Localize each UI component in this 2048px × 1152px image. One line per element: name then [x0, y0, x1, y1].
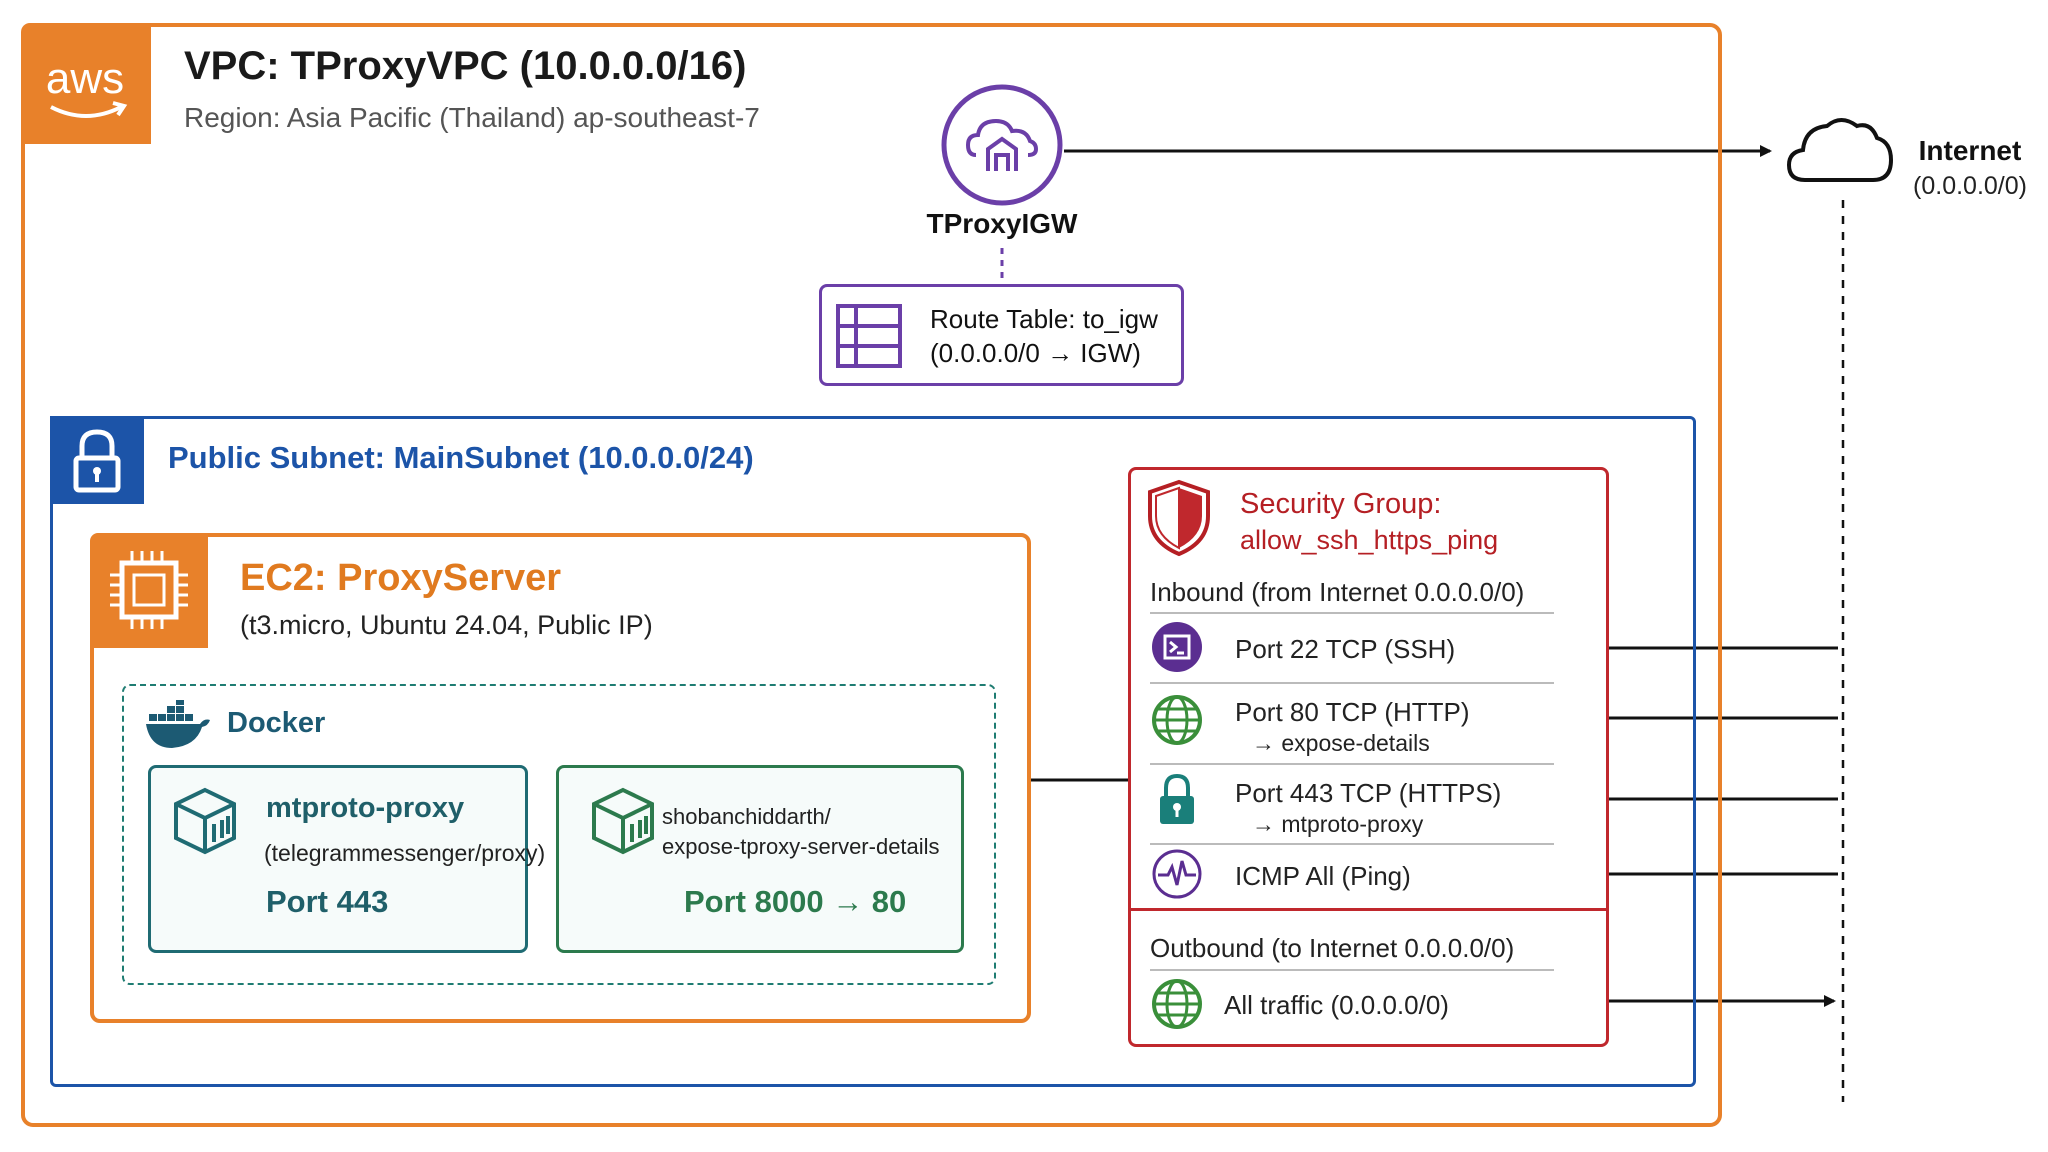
outbound-header: Outbound (to Internet 0.0.0.0/0) [1150, 933, 1515, 963]
globe-icon [1152, 979, 1202, 1029]
route-table-box [819, 284, 1184, 386]
chip-icon [110, 551, 188, 629]
container-image: (telegrammessenger/proxy) [264, 840, 546, 866]
cloud-icon [1786, 118, 1894, 182]
divider [1150, 763, 1554, 765]
docker-label: Docker [227, 707, 326, 739]
rule-outbound-label: All traffic (0.0.0.0/0) [1224, 990, 1449, 1020]
aws-logo-badge: aws [21, 23, 151, 144]
inbound-outbound-divider [1128, 908, 1609, 911]
divider [1150, 682, 1554, 684]
ec2-container [90, 533, 1031, 1023]
security-group-panel [1128, 467, 1609, 1047]
rule-https-target: → mtproto-proxy [1252, 811, 1424, 837]
internet-cidr: (0.0.0.0/0) [1913, 172, 2027, 200]
divider [1150, 969, 1554, 971]
docker-whale-icon [146, 700, 210, 748]
divider [1150, 843, 1554, 845]
container-icon [174, 787, 236, 855]
container-port: Port 443 [266, 884, 389, 919]
globe-icon [1152, 695, 1202, 745]
subnet-title: Public Subnet: MainSubnet (10.0.0.0/24) [168, 440, 754, 475]
security-group-name: allow_ssh_https_ping [1240, 525, 1499, 555]
container-image-line1: shobanchiddarth/ [662, 804, 831, 829]
divider [1150, 612, 1554, 614]
public-subnet-container [50, 416, 1696, 1087]
ec2-title: EC2: ProxyServer [240, 557, 562, 599]
inbound-header: Inbound (from Internet 0.0.0.0/0) [1150, 577, 1525, 607]
route-table-name: Route Table: to_igw [930, 304, 1158, 334]
rule-http-label: Port 80 TCP (HTTP) [1235, 697, 1470, 727]
padlock-icon [1160, 773, 1194, 824]
container-name: mtproto-proxy [266, 792, 465, 824]
vpc-region: Region: Asia Pacific (Thailand) ap-south… [184, 102, 760, 133]
subnet-badge [50, 416, 144, 504]
container-expose-details [556, 765, 964, 953]
aws-logo-icon: aws [46, 54, 128, 118]
terminal-icon [1152, 622, 1202, 672]
container-mtproto-proxy [148, 765, 528, 953]
ec2-subtitle: (t3.micro, Ubuntu 24.04, Public IP) [240, 610, 653, 640]
cloud-gateway-icon [941, 84, 1063, 206]
pulse-icon [1152, 849, 1202, 899]
container-image-line2: expose-tproxy-server-details [662, 834, 940, 859]
vpc-title: VPC: TProxyVPC (10.0.0.0/16) [184, 44, 747, 88]
route-table-rule: (0.0.0.0/0 → IGW) [930, 338, 1141, 368]
rule-ssh-label: Port 22 TCP (SSH) [1235, 634, 1456, 664]
container-icon [592, 787, 654, 855]
shield-icon [1148, 479, 1210, 557]
security-group-title: Security Group: [1240, 488, 1442, 520]
rule-icmp-label: ICMP All (Ping) [1235, 861, 1411, 891]
route-table-icon [836, 304, 902, 368]
rule-http-target: → expose-details [1252, 730, 1430, 756]
aws-logo-text: aws [46, 54, 124, 103]
rule-https-label: Port 443 TCP (HTTPS) [1235, 778, 1502, 808]
container-port: Port 8000 → 80 [684, 884, 907, 919]
lock-icon [73, 429, 121, 493]
docker-container [122, 684, 996, 985]
vpc-container [21, 23, 1722, 1127]
ec2-badge [90, 533, 208, 648]
igw-label: TProxyIGW [926, 208, 1078, 239]
internet-label: Internet [1918, 135, 2022, 166]
